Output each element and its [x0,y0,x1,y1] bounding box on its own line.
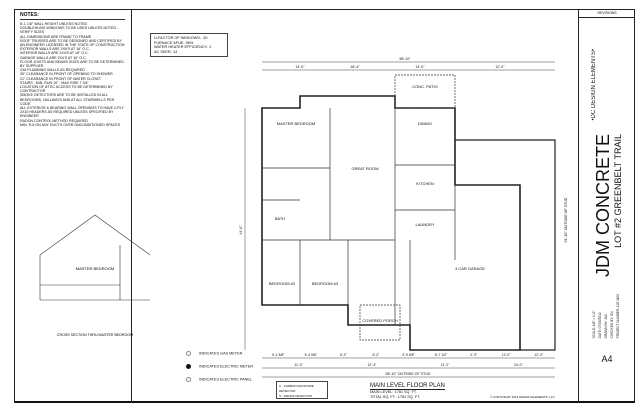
room-kitchen: KITCHEN [416,181,434,186]
room-master: MASTER BEDROOM [277,121,315,126]
legend-label: INDICATES GAS METER [199,351,243,356]
client-name: JDM CONCRETE [593,134,613,277]
room-patio: CONC. PATIO [412,84,437,89]
drawn-by: DRAWN BY: JAC [604,313,608,339]
note-item: stairs : min. run 10" : max rise 7 3/4" [20,80,89,85]
note-item: roof trusses are to be designed and cert… [20,38,125,48]
checked-by: CHECKED BY: DN [610,311,614,339]
energy-line: AC SEER- 14 [154,49,178,54]
energy-line: WATER HEATER EFFICIENCY- 1 [154,45,212,50]
dim-top: 18'-4" [350,65,360,69]
dim-bottom: 12'-4" [368,363,377,367]
room-bed3: BEDROOM #3 [312,281,339,286]
sheet-border [14,9,635,403]
dim-top: 14'-0" [295,65,305,69]
notes-heading: NOTES: [20,12,125,20]
dim-bottom: 24'-0" [514,363,523,367]
room-bath: BATH [275,216,285,221]
dim-top: 12'-0" [495,65,505,69]
plan-title-block: MAIN LEVEL FLOOR PLAN MAIN LEVEL: 1781 S… [370,383,445,399]
date: DATE: 07/09/2012 [598,312,602,339]
legend-electric-panel: INDICATES ELECTRIC PANEL [186,377,252,382]
gas-meter-icon [186,351,191,356]
room-great: GREAT ROOM [352,166,379,171]
note-item: location of attic access to be determine… [20,85,113,94]
main-level-area: MAIN LEVEL: 1781 SQ. FT. [370,390,417,394]
room-laundry: LAUNDRY [415,222,434,227]
revisions-label: REVISIONS [579,9,635,18]
dim-bottom-overall: 58'-10" OUTSIDE OF STUD [386,372,431,376]
energy-box: U-FACTOR OF WINDOWS- .30 FURNACE AFUE- 9… [150,33,228,58]
cross-section-sketch [39,214,151,301]
legend-gas-meter: INDICATES GAS METER [186,351,242,356]
scale: SCALE: 1/8" = 1'-0" [592,310,596,339]
note-item: 8'-1 1/8" wall height unless noted [20,22,88,26]
notes-list: 8'-1 1/8" wall height unless noteddouble… [20,22,125,127]
dim-bottom: 6'-2" [340,353,348,357]
note-item: 30" clearance in front of opening to sho… [20,72,113,77]
notes-panel: NOTES: 8'-1 1/8" wall height unless note… [14,9,132,403]
note-item: interior walls are 2x4's at 16" o.c. [20,51,89,56]
dim-bottom: 11'-2" [441,363,450,367]
section-room-label: MASTER BEDROOM [76,266,114,271]
sheet-number: A4 [601,354,613,364]
dim-top: 14'-0" [415,65,425,69]
dim-side: 44'-0" [239,225,243,235]
room-porch: COVERED PORCH [362,318,397,323]
firm-name: •DC DESIGN ELEMENTS• [591,49,597,121]
detector-legend: C - CARBON MONOXIDE DETECTOR S - SMOKE D… [276,381,328,399]
room-bed2: BEDROOM #2 [269,281,296,286]
note-item: floor joists and beams sizes are to be d… [20,59,124,69]
room-dining: DINING [418,121,432,126]
energy-line: U-FACTOR OF WINDOWS- .30 [154,36,208,40]
house-outline [261,95,521,351]
note-item: garage walls are 2x4's at 16" o.c. [20,55,87,60]
garage-outline [455,139,556,351]
dim-bottom-row-2: 11'-4" 12'-4" 11'-2" 24'-0" [294,363,523,367]
dim-bottom: 6'-2" [373,353,381,357]
project-name: LOT #2 GREENBELT TRAIL [613,134,623,248]
project-info: SCALE: 1/8" = 1'-0" DATE: 07/09/2012 DRA… [591,294,621,338]
room-garage: 3 CAR GARAGE [455,266,485,271]
note-item: all dimensions are frame to frame [20,34,92,39]
copyright: © COPYRIGHT 2012 DESIGN ELEMENTS, LLC [490,395,555,399]
note-item: all exterior & bearing wall openings to … [20,106,124,119]
note-item: 21" clearance in front of water closet [20,76,102,81]
dim-top-overall: 58'-10" [399,57,411,61]
note-item: smoke detectors are to be installed in a… [20,93,115,106]
project-number: PROJECT NUMBER: 125 1102 [616,294,620,339]
title-block: REVISIONS •DC DESIGN ELEMENTS• JDM CONCR… [578,9,635,403]
note-item: radon control method required [20,118,88,123]
dim-bottom: 5'-1 5/8" [272,353,285,357]
plan-title: MAIN LEVEL FLOOR PLAN [370,383,445,390]
note-item: exterior walls are 2x6's at 16" o.c. [20,47,90,52]
porch-outline [359,304,401,341]
dim-bottom: 12'-0" [502,353,511,357]
note-item: min. r-8 on any ducts over unconditioned… [20,122,121,127]
dim-bottom-row-1: 5'-1 5/8" 5'-4 5/8" 6'-2" 6'-2" 3'-9 5/8" 6'-… [272,353,544,357]
dim-bottom: 3'-9 5/8" [402,353,415,357]
dim-bottom: 11'-4" [294,363,303,367]
electric-meter-icon [186,364,191,369]
legend-electric-meter: INDICATES ELECTRIC METER [186,364,253,369]
legend-label: INDICATES ELECTRIC PANEL [199,377,253,382]
electric-panel-icon [186,377,191,382]
total-area: TOTAL SQ. FT.: 1781 SQ. FT. [370,394,421,399]
dim-bottom: 2'-3" [470,353,478,357]
patio-outline [394,74,456,109]
dim-bottom: 5'-4 5/8" [305,353,318,357]
detector-line: S - SMOKE DETECTOR [279,394,312,398]
detector-line: C - CARBON MONOXIDE DETECTOR [279,384,314,393]
section-caption: CROSS SECTION THRU MASTER BEDROOM [57,333,133,337]
dim-bottom: 12'-0" [534,353,543,357]
note-item: 2x6 plumbing walls as required [20,68,85,73]
dim-right: 51'-10" OUTSIDE OF STUD [564,197,568,242]
energy-line: FURNACE AFUE- 96% [154,40,194,45]
dim-bottom: 6'-7 1/2" [435,353,448,357]
legend-label: INDICATES ELECTRIC METER [199,364,254,369]
note-item: doublehung windows to be used unless not… [20,26,119,35]
